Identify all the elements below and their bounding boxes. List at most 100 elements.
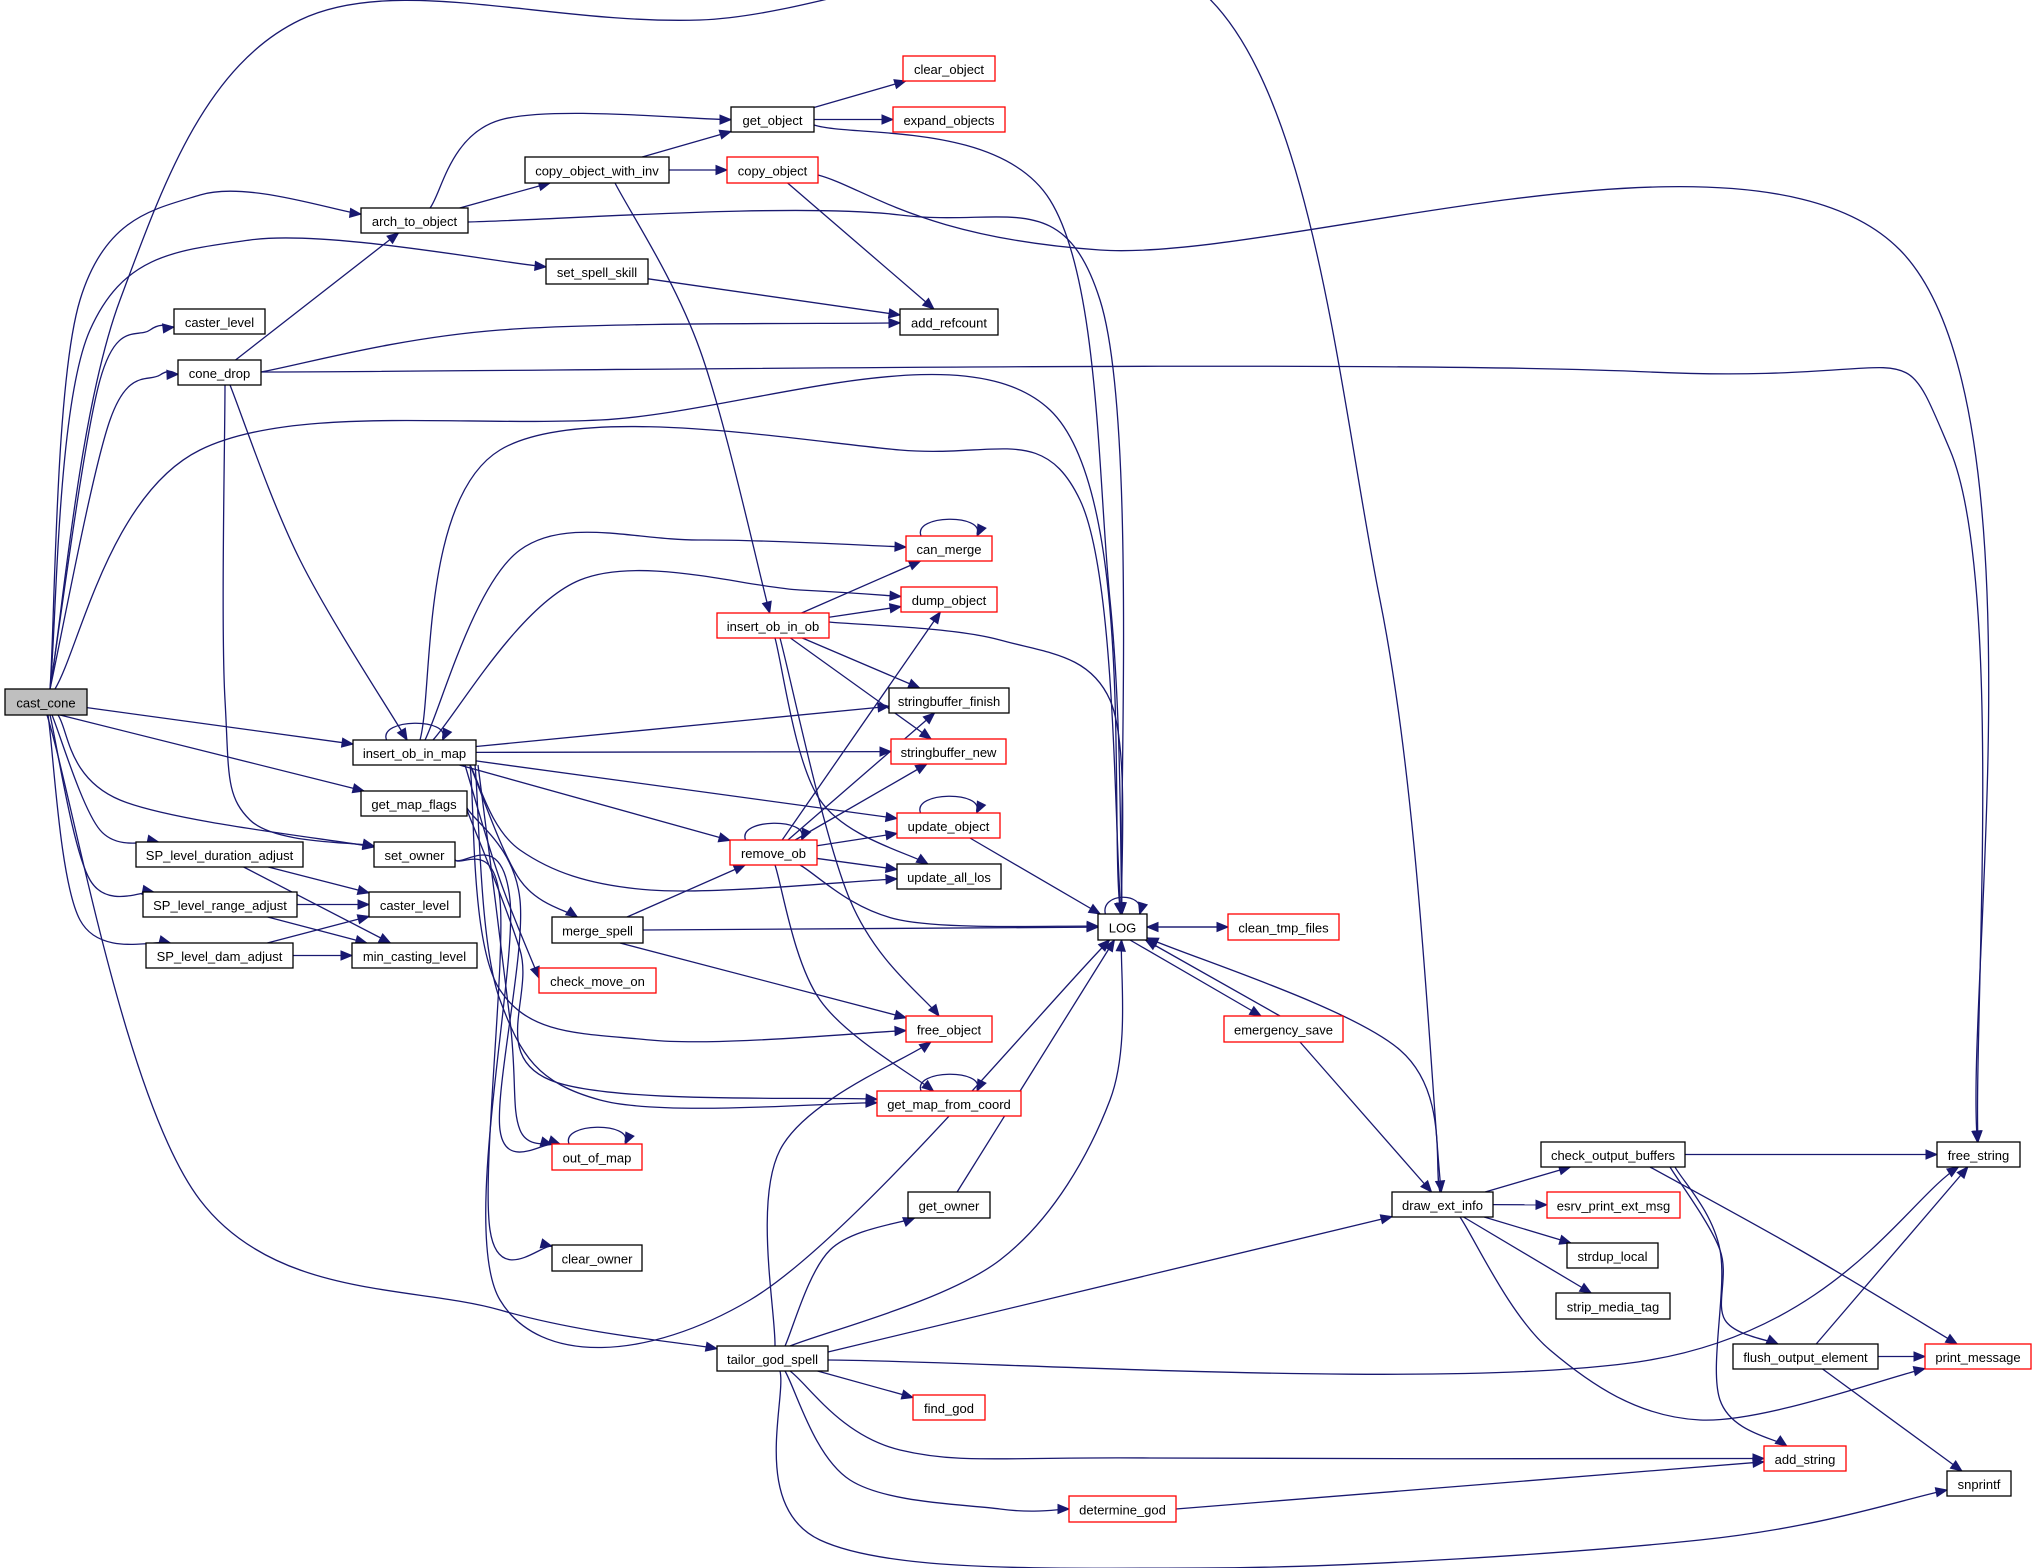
node-box: [729, 839, 818, 866]
edge-draw_ext_info-to-esrv_print_ext_msg: [1492, 1199, 1549, 1211]
node-box: [716, 612, 830, 639]
node-merge-spell[interactable]: merge_spell: [551, 916, 644, 944]
node-free-string[interactable]: free_string: [1936, 1141, 2021, 1168]
edge-determine_god-to-add_string: [1175, 1457, 1766, 1510]
edge-remove_ob-to-remove_ob-line: [744, 822, 803, 841]
edge-cast_cone-to-SP_level_duration_adjust: [51, 714, 160, 845]
edge-flush_output_element-to-snprintf-arrowhead: [1949, 1459, 1963, 1472]
edge-insert_ob_in_map-to-stringbuffer_new-line: [475, 750, 892, 754]
node-label: clear_owner: [562, 1252, 633, 1267]
edge-tailor_god_spell-to-determine_god-line: [784, 1370, 1070, 1512]
node-update-all-los[interactable]: update_all_los: [896, 863, 1002, 890]
node-label: get_map_from_coord: [887, 1097, 1011, 1112]
node-can-merge[interactable]: can_merge: [905, 535, 993, 562]
node-get-owner[interactable]: get_owner: [907, 1191, 991, 1219]
node-get-object[interactable]: get_object: [730, 106, 815, 133]
edge-arch_to_object-to-copy_object_with_inv-line: [459, 182, 551, 209]
edge-check_output_buffers-to-add_string-arrowhead: [1774, 1435, 1788, 1447]
node-caster-level-a[interactable]: caster_level: [173, 308, 266, 335]
node-min-casting-level[interactable]: min_casting_level: [351, 942, 478, 969]
edge-get_object-to-clear_object-line: [813, 80, 906, 109]
node-add-string[interactable]: add_string: [1763, 1445, 1847, 1472]
node-label: free_object: [917, 1023, 982, 1038]
edge-insert_ob_in_map-to-free_object: [469, 764, 908, 1043]
node-sp-level-range-adjust[interactable]: SP_level_range_adjust: [142, 891, 298, 918]
edge-get_map_flags-to-out_of_map-arrowhead: [539, 1136, 554, 1147]
edge-check_output_buffers-to-print_message-arrowhead: [1944, 1333, 1959, 1345]
node-label: flush_output_element: [1743, 1350, 1868, 1365]
node-snprintf[interactable]: snprintf: [1946, 1470, 2012, 1497]
node-sp-level-dam-adjust[interactable]: SP_level_dam_adjust: [145, 942, 294, 969]
node-label: cone_drop: [189, 366, 250, 381]
node-label: add_refcount: [911, 316, 987, 331]
edge-draw_ext_info-to-strdup_local-line: [1483, 1216, 1572, 1244]
node-get-map-flags[interactable]: get_map_flags: [360, 790, 468, 817]
edge-merge_spell-to-LOG-line: [642, 926, 1099, 931]
node-copy-object[interactable]: copy_object: [726, 156, 819, 184]
node-strip-media-tag[interactable]: strip_media_tag: [1555, 1292, 1671, 1320]
edge-insert_ob_in_map-to-merge_spell: [469, 764, 579, 918]
node-label: clear_object: [914, 62, 984, 77]
edge-cone_drop-to-set_owner-line: [222, 384, 375, 847]
edge-update_object-to-LOG-line: [969, 837, 1101, 915]
node-check-move-on[interactable]: check_move_on: [538, 967, 657, 994]
node-set-spell-skill[interactable]: set_spell_skill: [545, 258, 649, 285]
edge-remove_ob-to-update_all_los-arrowhead: [884, 862, 899, 874]
node-draw-ext-info[interactable]: draw_ext_info: [1391, 1191, 1494, 1218]
node-get-map-from-coord[interactable]: get_map_from_coord: [876, 1090, 1022, 1117]
node-label: caster_level: [380, 898, 449, 913]
node-insert-ob-in-ob[interactable]: insert_ob_in_ob: [716, 612, 830, 639]
node-arch-to-object[interactable]: arch_to_object: [360, 207, 469, 234]
node-insert-ob-in-map[interactable]: insert_ob_in_map: [352, 739, 477, 766]
edge-check_output_buffers-to-flush_output_element-line: [1669, 1166, 1779, 1345]
node-remove-ob[interactable]: remove_ob: [729, 839, 818, 866]
edge-insert_ob_in_map-to-can_merge: [424, 531, 908, 741]
node-cone-drop[interactable]: cone_drop: [177, 359, 262, 386]
node-caster-level-b[interactable]: caster_level: [368, 891, 461, 918]
edge-cast_cone-to-insert_ob_in_map-arrowhead: [340, 737, 355, 748]
node-log[interactable]: LOG: [1097, 913, 1148, 941]
node-find-god[interactable]: find_god: [912, 1394, 986, 1421]
node-free-object[interactable]: free_object: [905, 1015, 993, 1043]
node-box: [900, 586, 998, 613]
node-flush-output-element[interactable]: flush_output_element: [1732, 1343, 1879, 1370]
node-sp-level-duration-adjust[interactable]: SP_level_duration_adjust: [135, 841, 304, 868]
node-copy-object-with-inv[interactable]: copy_object_with_inv: [524, 156, 670, 184]
edge-draw_ext_info-to-LOG: [1145, 937, 1441, 1193]
node-box: [896, 812, 1001, 839]
node-strdup-local[interactable]: strdup_local: [1566, 1242, 1659, 1269]
node-add-refcount[interactable]: add_refcount: [899, 308, 999, 336]
node-stringbuffer-finish[interactable]: stringbuffer_finish: [888, 687, 1010, 714]
node-cast-cone[interactable]: cast_cone: [4, 688, 88, 716]
node-label: can_merge: [916, 542, 981, 557]
edge-SP_level_range_adjust-to-caster_level_b-arrowhead: [357, 899, 371, 910]
node-check-output-buffers[interactable]: check_output_buffers: [1540, 1141, 1686, 1168]
node-out-of-map[interactable]: out_of_map: [551, 1143, 643, 1171]
node-tailor-god-spell[interactable]: tailor_god_spell: [716, 1345, 829, 1372]
node-clear-object[interactable]: clear_object: [902, 55, 996, 82]
node-clean-tmp-files[interactable]: clean_tmp_files: [1227, 913, 1340, 941]
node-box: [876, 1090, 1022, 1117]
node-emergency-save[interactable]: emergency_save: [1223, 1015, 1344, 1043]
edge-draw_ext_info-to-print_message-line: [1459, 1216, 1926, 1421]
edge-arch_to_object-to-get_object-line: [429, 112, 732, 209]
node-box: [538, 967, 657, 994]
edge-cast_cone-to-set_spell_skill-arrowhead: [534, 260, 548, 272]
edge-insert_ob_in_map-to-stringbuffer_finish: [475, 702, 891, 748]
edge-arch_to_object-to-copy_object_with_inv: [459, 181, 552, 209]
node-print-message[interactable]: print_message: [1924, 1343, 2032, 1370]
edge-remove_ob-to-update_all_los: [816, 857, 899, 874]
edge-cone_drop-to-arch_to_object: [235, 232, 400, 361]
node-update-object[interactable]: update_object: [896, 812, 1001, 839]
edge-SP_level_dam_adjust-to-caster_level_b-line: [267, 915, 370, 944]
node-set-owner[interactable]: set_owner: [373, 841, 456, 868]
edge-insert_ob_in_map-to-check_move_on-arrowhead: [529, 965, 540, 980]
node-esrv-print-ext-msg[interactable]: esrv_print_ext_msg: [1546, 1191, 1681, 1219]
node-determine-god[interactable]: determine_god: [1068, 1495, 1177, 1523]
node-box: [1068, 1495, 1177, 1523]
edge-insert_ob_in_map-to-free_object-arrowhead: [894, 1025, 908, 1037]
node-dump-object[interactable]: dump_object: [900, 586, 998, 613]
node-stringbuffer-new[interactable]: stringbuffer_new: [890, 738, 1007, 765]
node-expand-objects[interactable]: expand_objects: [892, 106, 1006, 133]
node-clear-owner[interactable]: clear_owner: [551, 1244, 643, 1272]
